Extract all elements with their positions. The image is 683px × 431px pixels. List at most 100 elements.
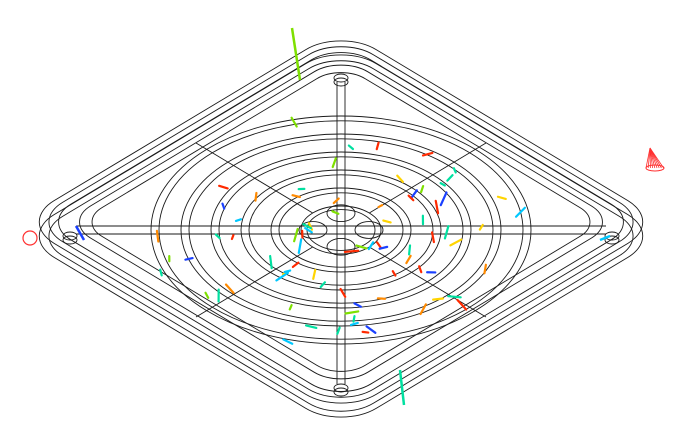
toolpath-segment bbox=[496, 195, 507, 201]
toolpath-segment bbox=[353, 302, 362, 308]
toolpath-segment bbox=[407, 194, 415, 202]
ring-group bbox=[151, 116, 531, 344]
toolpath-segment bbox=[291, 261, 300, 269]
tool-start-marker bbox=[22, 230, 38, 246]
toolpath-segment bbox=[291, 194, 302, 199]
toolpath-segment bbox=[302, 223, 313, 230]
concentric-rings bbox=[151, 116, 531, 344]
toolpath-segment bbox=[376, 241, 382, 249]
ring bbox=[159, 121, 523, 339]
toolpath-segment bbox=[304, 324, 318, 330]
ring bbox=[189, 139, 493, 321]
toolpath-segment bbox=[443, 225, 450, 240]
mounting-hole bbox=[333, 73, 349, 83]
ring bbox=[301, 206, 381, 254]
toolpath-segment bbox=[312, 268, 317, 280]
radial-spokes bbox=[76, 82, 606, 384]
center-lobe bbox=[299, 222, 327, 239]
toolpath-segment bbox=[159, 268, 163, 277]
toolpath-segment bbox=[396, 174, 405, 183]
toolpath-segment bbox=[408, 244, 412, 256]
toolpath-segment bbox=[283, 269, 292, 274]
mounting-hole bbox=[62, 231, 78, 241]
ring bbox=[249, 175, 433, 285]
toolpath-segment bbox=[155, 229, 160, 243]
plate-edge bbox=[19, 43, 664, 430]
toolpath-segment bbox=[452, 167, 457, 174]
toolpath-segment bbox=[254, 191, 258, 202]
ring bbox=[271, 188, 411, 272]
toolpath-segment bbox=[234, 218, 243, 222]
toolpath-segment bbox=[483, 263, 487, 275]
ring bbox=[279, 193, 403, 267]
tool-cone-marker bbox=[645, 147, 665, 172]
toolpath-segment bbox=[478, 223, 484, 231]
mounting-hole-base bbox=[62, 235, 78, 245]
toolpath-segment bbox=[405, 254, 412, 265]
toolpath-segment bbox=[269, 254, 273, 270]
toolpath-segment bbox=[282, 338, 294, 345]
toolpath-segment bbox=[74, 225, 86, 241]
toolpath-segment bbox=[514, 206, 526, 218]
toolpath-segment bbox=[336, 326, 341, 335]
diagonal-spoke bbox=[196, 247, 313, 317]
toolpath-segment bbox=[447, 295, 462, 299]
toolpath-segment bbox=[344, 310, 360, 315]
diagonal-spoke bbox=[196, 143, 313, 213]
toolpath-segment bbox=[432, 297, 445, 301]
toolpath-segment bbox=[184, 256, 194, 261]
cone-line bbox=[649, 147, 664, 169]
plate-edge bbox=[30, 35, 652, 408]
diagonal-spokes bbox=[196, 143, 486, 317]
diagonal-spoke bbox=[369, 143, 486, 213]
tool-markers bbox=[22, 147, 665, 246]
plate-outline bbox=[19, 29, 664, 430]
toolpath-segment bbox=[418, 265, 423, 274]
toolpath-segment bbox=[221, 202, 226, 210]
toolpath-segment bbox=[430, 231, 435, 244]
toolpath-segment bbox=[378, 245, 389, 250]
toolpath-segment bbox=[343, 249, 360, 254]
toolpath-segment bbox=[297, 238, 303, 255]
mounting-hole-base bbox=[604, 235, 620, 245]
toolpath-segment bbox=[290, 27, 302, 81]
toolpath-segment bbox=[214, 233, 221, 240]
toolpath-segment bbox=[456, 298, 468, 311]
plate-layer bbox=[19, 29, 664, 416]
ring bbox=[211, 152, 471, 308]
toolpath-segment bbox=[332, 197, 340, 205]
plate-edge bbox=[64, 56, 618, 389]
plate-edge bbox=[78, 64, 604, 380]
ring bbox=[307, 210, 375, 251]
cone-base bbox=[645, 164, 665, 172]
mounting-hole bbox=[604, 231, 620, 241]
mounting-hole-base bbox=[333, 387, 349, 397]
ring bbox=[219, 157, 463, 303]
toolpath-segment bbox=[290, 116, 298, 128]
toolpath-segment bbox=[349, 321, 359, 327]
toolpath-segment bbox=[224, 283, 235, 295]
toolpath-segment bbox=[446, 174, 454, 182]
plate-edge bbox=[19, 29, 664, 416]
toolpath-segment bbox=[204, 291, 210, 299]
toolpath-segment bbox=[355, 244, 368, 250]
center-lobe bbox=[327, 205, 355, 222]
toolpath-segment bbox=[365, 325, 377, 334]
toolpath-segment bbox=[347, 144, 355, 151]
toolpath-segment bbox=[382, 219, 392, 224]
toolpath-segment bbox=[288, 304, 293, 311]
toolpath-segment bbox=[439, 191, 448, 207]
toolpath-segment bbox=[434, 199, 440, 215]
toolpath-segment bbox=[375, 141, 380, 151]
toolpath-segment bbox=[398, 369, 406, 406]
toolpath-segment bbox=[391, 270, 397, 277]
toolpath-segment bbox=[339, 287, 347, 298]
toolpath-segment bbox=[319, 281, 327, 289]
toolpath-segment bbox=[367, 241, 375, 251]
toolpath-segment bbox=[218, 184, 229, 190]
toolpath-segment bbox=[361, 330, 370, 334]
toolpath-segment bbox=[599, 234, 611, 242]
toolpath-segment bbox=[449, 238, 463, 247]
